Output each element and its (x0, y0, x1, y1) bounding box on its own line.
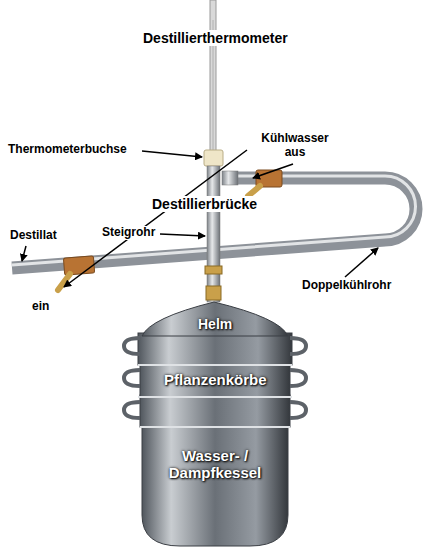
part-label: Kühlwasser aus (250, 132, 340, 160)
part-label: Thermometerbuchse (6, 143, 129, 157)
part-label: Steigrohr (100, 226, 157, 240)
part-label: Destillierbrücke (150, 196, 259, 212)
part-label: Helm (198, 316, 232, 332)
riser-tube (207, 166, 220, 302)
brass-fitting (206, 286, 221, 300)
part-label: ein (30, 300, 51, 314)
handles (124, 338, 306, 418)
tee-joint (222, 171, 238, 185)
basket (140, 395, 290, 427)
part-label: Wasser- / Dampfkessel (159, 447, 271, 482)
leader-lines (22, 150, 378, 287)
helm-dome (142, 302, 288, 336)
thermometer-bushing (204, 150, 223, 166)
thermometer (210, 0, 216, 152)
part-label: Pflanzenkörbe (164, 371, 267, 388)
basket (140, 363, 290, 397)
kettle (142, 425, 288, 546)
part-label: Destillierthermometer (141, 30, 290, 46)
outlet-nozzle (248, 186, 260, 196)
inlet-nozzle (58, 274, 70, 290)
part-label: Doppelkühlrohr (300, 279, 393, 293)
part-label: Destillat (8, 229, 59, 243)
helm-rim (138, 333, 292, 365)
brass-fitting (205, 266, 222, 274)
